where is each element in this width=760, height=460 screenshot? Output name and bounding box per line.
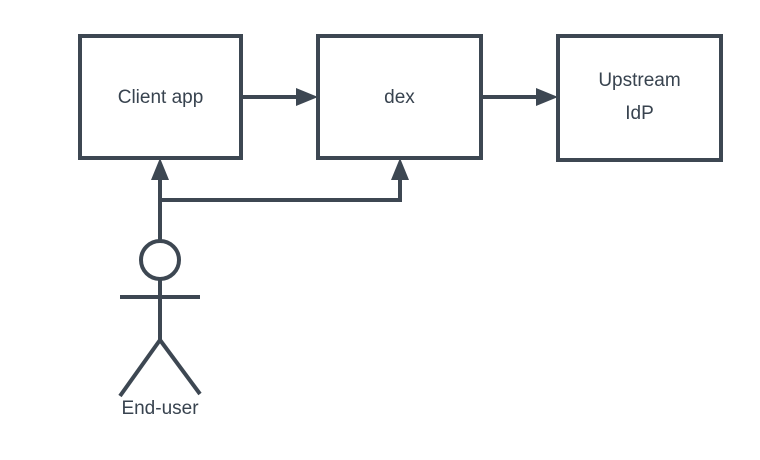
node-dex-box bbox=[316, 34, 483, 160]
edge-end-user-to-client-app[interactable] bbox=[151, 158, 169, 241]
node-dex-label: dex bbox=[384, 87, 415, 108]
edge-client-app-to-dex[interactable] bbox=[241, 88, 318, 106]
node-upstream-idp-label-line2: IdP bbox=[625, 103, 654, 124]
node-upstream-idp[interactable]: Upstream IdP bbox=[556, 34, 723, 162]
edge-end-user-to-dex[interactable] bbox=[160, 158, 409, 202]
edge-dex-to-upstream-idp[interactable] bbox=[481, 88, 558, 106]
node-client-app-label: Client app bbox=[118, 87, 204, 108]
edge-line-end-user-dex bbox=[160, 176, 402, 202]
arrow-head-client-app bbox=[151, 158, 169, 180]
actor-leg-right bbox=[158, 338, 202, 396]
actor-leg-left bbox=[118, 338, 162, 398]
arrow-head-dex-left bbox=[296, 88, 318, 106]
arrow-head-dex-bottom bbox=[391, 158, 409, 180]
actor-end-user-label: End-user bbox=[121, 398, 199, 419]
node-client-app[interactable]: Client app bbox=[78, 34, 243, 160]
actor-head-icon bbox=[139, 239, 181, 281]
node-upstream-idp-label-line1: Upstream bbox=[598, 70, 680, 91]
node-dex[interactable]: dex bbox=[316, 34, 483, 160]
actor-end-user[interactable]: End-user bbox=[118, 239, 202, 419]
arrow-head-upstream-idp-left bbox=[536, 88, 558, 106]
node-upstream-idp-box bbox=[556, 34, 723, 162]
node-client-app-box bbox=[78, 34, 243, 160]
